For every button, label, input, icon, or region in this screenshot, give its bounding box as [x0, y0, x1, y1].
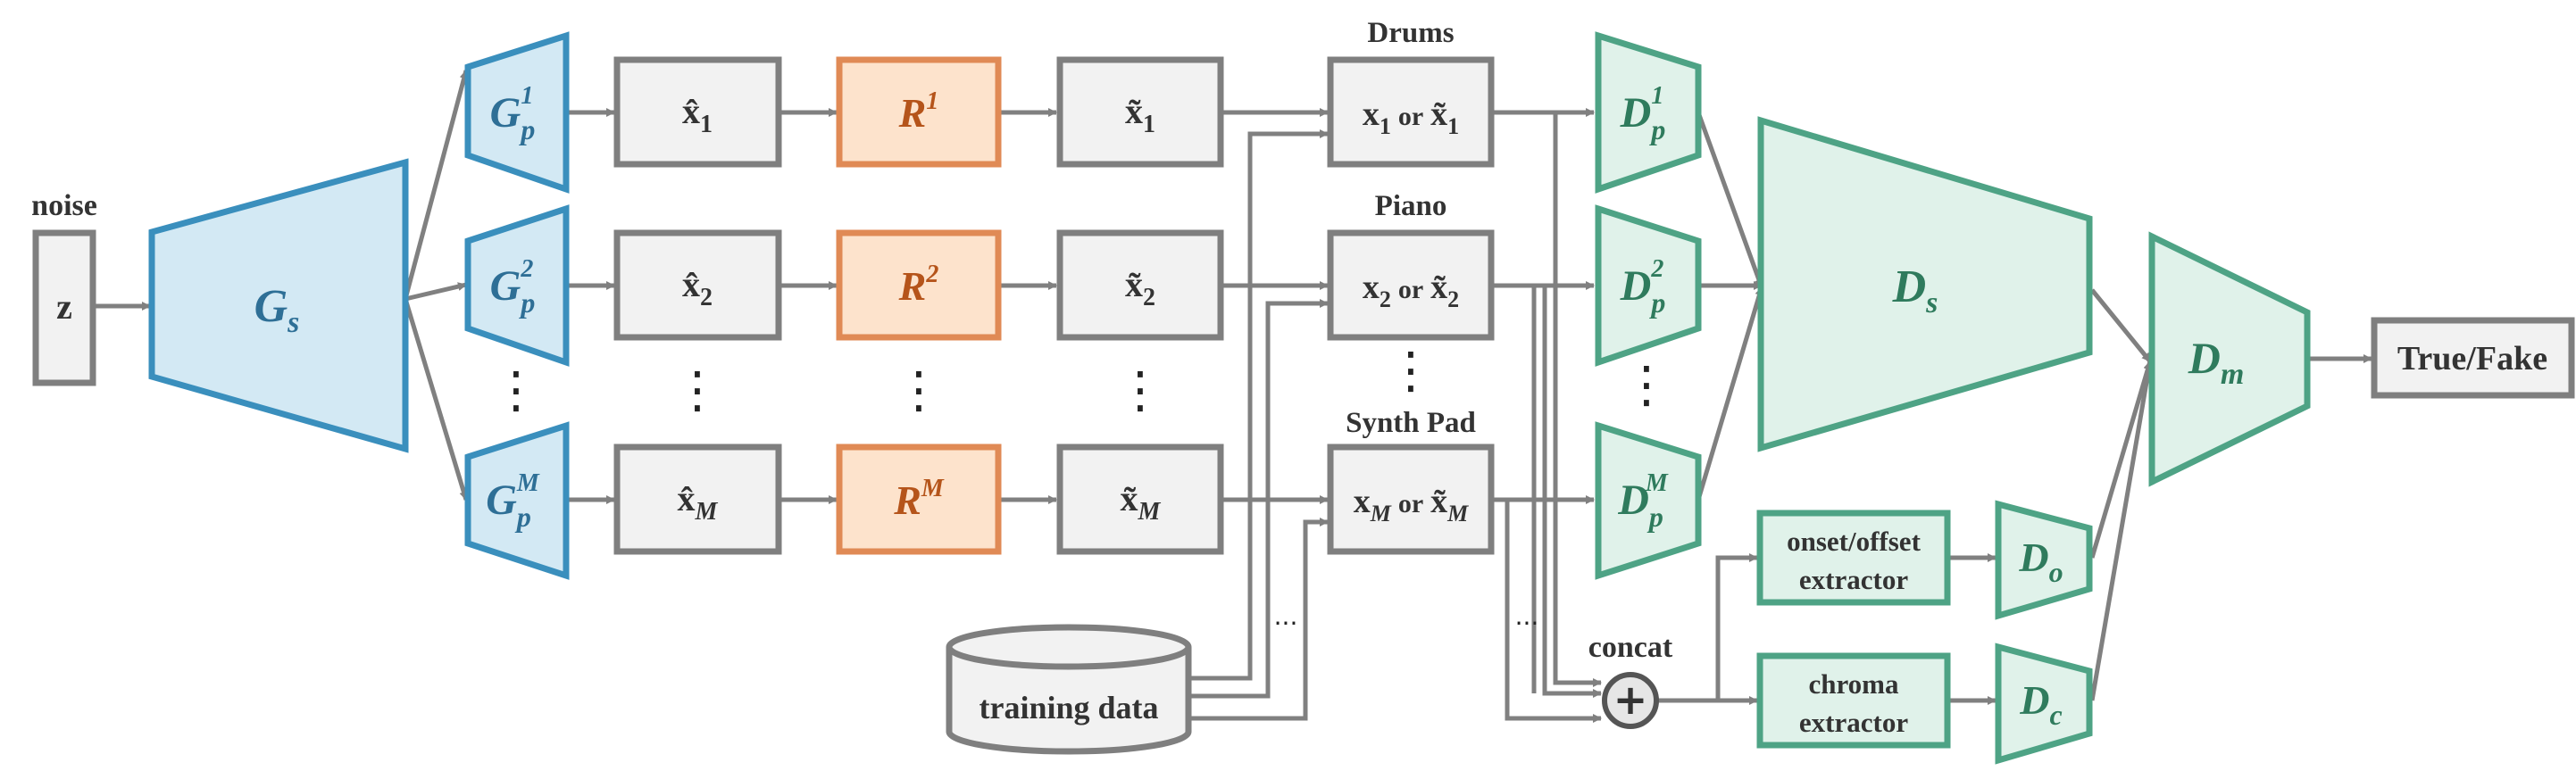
- svg-text:onset/offset: onset/offset: [1787, 526, 1921, 557]
- refiner-1: R1: [836, 56, 1002, 168]
- svg-text:x̃M: x̃M: [1121, 478, 1162, 526]
- private-generator-m: GpM: [464, 421, 570, 580]
- svg-text:x̂M: x̂M: [678, 478, 719, 526]
- ellipsis-xhat: ⋮: [672, 361, 722, 419]
- noise-label: noise: [31, 189, 97, 222]
- xtilde-box-2: x̃2: [1056, 229, 1224, 341]
- svg-text:x̂2: x̂2: [682, 264, 713, 311]
- arrow-dp1-to-ds: [1696, 112, 1764, 288]
- arrow-gs-to-gpm: [403, 298, 469, 501]
- ellipsis-track: ⋮: [1386, 342, 1436, 400]
- noise-z-label: z: [56, 286, 72, 327]
- onset-offset-extractor: onset/offset extractor: [1756, 510, 1951, 606]
- private-generator-1-label: Gp1: [490, 82, 536, 145]
- svg-text:R2: R2: [898, 261, 939, 309]
- svg-text:chroma: chroma: [1808, 668, 1899, 700]
- svg-text:Do: Do: [2018, 535, 2063, 588]
- private-generator-2: Gp2: [464, 204, 570, 367]
- refiner-2: R2: [836, 229, 1002, 341]
- concat-node: +: [1602, 672, 1659, 729]
- svg-text:x̃2: x̃2: [1125, 264, 1155, 311]
- private-discriminator-m: DpM: [1595, 421, 1702, 580]
- svg-text:DpM: DpM: [1617, 469, 1669, 533]
- xtilde-box-m: x̃M: [1056, 444, 1224, 555]
- svg-text:R1: R1: [898, 87, 939, 136]
- arrow-gs-to-gp1: [403, 70, 469, 300]
- arrow-ds-to-dm: [2090, 288, 2152, 363]
- concat-plus-symbol: +: [1613, 676, 1648, 724]
- ellipsis-concat-lines: ...: [1515, 601, 1539, 631]
- xhat-box-2: x̂2: [613, 229, 782, 341]
- ellipsis-xtilde: ⋮: [1115, 361, 1165, 419]
- xhat-box-1: x̂1: [613, 56, 782, 168]
- vertical-ellipses: ⋮ ⋮ ⋮ ⋮ ⋮ ⋮: [491, 342, 1671, 419]
- svg-text:Dp2: Dp2: [1620, 255, 1666, 319]
- ellipsis-data-lines: ...: [1274, 601, 1298, 631]
- arrow-concat-to-onset: [1658, 553, 1758, 703]
- private-discriminator-1: Dp1: [1595, 31, 1702, 194]
- private-generator-1: Gp1: [464, 31, 570, 194]
- connectors: [93, 70, 2372, 723]
- merged-discriminator-label: Dm: [2188, 333, 2245, 391]
- svg-text:x̃1: x̃1: [1125, 91, 1155, 138]
- chroma-extractor: chroma extractor: [1756, 652, 1951, 749]
- track-name-synth-pad: Synth Pad: [1346, 407, 1476, 439]
- xtilde-box-1: x̃1: [1056, 56, 1224, 168]
- arrow-gs-to-gp2: [404, 282, 467, 302]
- refiner-m: RM: [836, 444, 1002, 555]
- merged-discriminator: [2148, 231, 2311, 487]
- svg-text:extractor: extractor: [1799, 707, 1908, 738]
- svg-text:Dp1: Dp1: [1620, 82, 1666, 145]
- arrow-dc-to-dm: [2089, 361, 2154, 701]
- shared-discriminator: [1757, 116, 2093, 452]
- arrow-trackm-to-concat: [1505, 500, 1602, 723]
- private-generator-m-label: GpM: [486, 469, 540, 533]
- noise-z-box: [32, 229, 96, 386]
- svg-text:extractor: extractor: [1799, 564, 1908, 595]
- arrow-data-to-trackm: [1190, 518, 1329, 721]
- output-true-fake: True/Fake: [2371, 317, 2575, 399]
- ellipsis-r: ⋮: [894, 361, 944, 419]
- shared-generator: [148, 158, 409, 453]
- chroma-discriminator: Dc: [1995, 642, 2093, 765]
- arrow-data-to-track2: [1190, 299, 1329, 699]
- svg-text:RM: RM: [893, 475, 945, 523]
- training-data-store: training data: [946, 624, 1192, 755]
- track-name-drums: Drums: [1367, 17, 1454, 49]
- shared-discriminator-label: Ds: [1892, 261, 1938, 319]
- training-data-label: training data: [979, 690, 1158, 725]
- svg-text:Dc: Dc: [2019, 677, 2062, 731]
- concat-label: concat: [1588, 631, 1673, 664]
- shared-generator-label: Gs: [254, 281, 300, 339]
- ellipsis-gp: ⋮: [491, 361, 541, 419]
- output-label: True/Fake: [2397, 340, 2547, 377]
- arrow-data-to-track1: [1190, 129, 1329, 681]
- svg-text:x̂1: x̂1: [682, 91, 713, 138]
- arrow-do-to-dm: [2089, 361, 2153, 559]
- arrow-track1-to-concat: [1553, 112, 1602, 687]
- arrow-track2-to-concat: [1542, 286, 1602, 698]
- ellipsis-dp: ⋮: [1621, 356, 1671, 414]
- private-discriminator-2: Dp2: [1595, 204, 1702, 367]
- onset-discriminator: Do: [1995, 500, 2093, 620]
- arrow-dpm-to-ds: [1696, 286, 1764, 501]
- track-name-piano: Piano: [1375, 190, 1447, 222]
- xhat-box-m: x̂M: [613, 444, 782, 555]
- private-generator-2-label: Gp2: [490, 255, 536, 319]
